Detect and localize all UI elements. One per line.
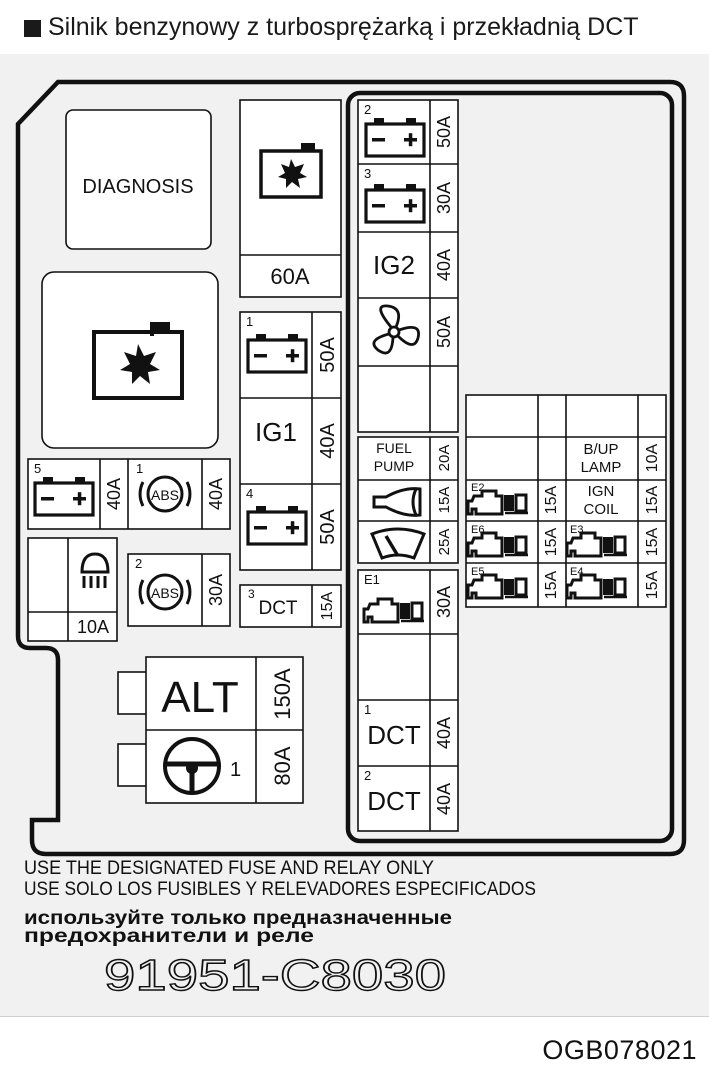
note-russian-1: используйте только предназначенные <box>24 908 452 929</box>
fuse-rating: 80A <box>270 746 295 785</box>
ign-coil-label: COIL <box>583 501 618 518</box>
fuse-index: 1 <box>246 314 253 329</box>
fan-relay-icon <box>92 322 184 400</box>
fuse-rating: 15A <box>436 487 453 514</box>
dct-label: DCT <box>258 598 297 619</box>
fuse-index: 5 <box>34 461 41 476</box>
diagnosis-label: DIAGNOSIS <box>82 176 193 198</box>
fuse-rating: 30A <box>206 574 226 606</box>
fuse-rating: 50A <box>434 116 454 148</box>
fuse-index: E1 <box>364 572 380 587</box>
ig1-label: IG1 <box>255 417 297 447</box>
fuse-rating: 40A <box>206 478 226 510</box>
alt-tab <box>117 671 149 715</box>
fuel-pump-label: FUEL <box>376 440 412 456</box>
fuse-rating-60a: 60A <box>270 264 309 289</box>
page-title: Silnik benzynowy z turbosprężarką i prze… <box>48 13 639 41</box>
ign-coil-label: IGN <box>588 483 615 500</box>
fuse-index: 2 <box>364 768 371 783</box>
steering-tab <box>117 743 149 787</box>
note-english: USE THE DESIGNATED FUSE AND RELAY ONLY <box>24 858 434 879</box>
fuse-rating: 15A <box>319 591 336 620</box>
fuse-rating: 20A <box>436 445 453 472</box>
fuse-abs-2 <box>127 553 231 627</box>
part-number: 91951-C8030 <box>104 951 446 1000</box>
fuse-dct-3 <box>239 584 342 628</box>
abs-label: ABS <box>151 585 179 601</box>
fuse-rating: 150A <box>270 668 295 720</box>
fuel-pump-label: PUMP <box>374 458 414 474</box>
header: Silnik benzynowy z turbosprężarką i prze… <box>0 0 709 54</box>
bullet-square <box>24 20 41 37</box>
diagnosis-connector <box>65 109 212 250</box>
fuse-rating: 10A <box>644 443 661 472</box>
figure-code: OGB078021 <box>542 1035 697 1065</box>
ig2-label: IG2 <box>373 250 415 280</box>
fan-relay-small-icon <box>259 143 323 199</box>
fuse-rating: 15A <box>543 570 560 599</box>
fuse-rating: 30A <box>434 586 454 618</box>
fuse-rating: 40A <box>434 249 454 281</box>
dct-label: DCT <box>367 720 421 750</box>
steering-wheel-icon <box>163 737 221 795</box>
fuse-rating: 15A <box>543 527 560 556</box>
fuse-rating: 15A <box>644 527 661 556</box>
dct-label: DCT <box>367 786 421 816</box>
note-russian-2: предохранители и реле <box>24 926 314 947</box>
fuse-rating: 40A <box>434 783 454 815</box>
fuse-rating: 50A <box>317 337 339 373</box>
backup-lamp-label: LAMP <box>581 459 622 476</box>
fuse-rating: 15A <box>644 485 661 514</box>
abs-label: ABS <box>151 487 179 503</box>
footer: OGB078021 <box>0 1016 709 1078</box>
alt-label: ALT <box>161 673 238 722</box>
fuse-index: 4 <box>246 486 253 501</box>
backup-lamp-label: B/UP <box>583 441 618 458</box>
fuse-rating: 40A <box>317 423 339 459</box>
fuse-index: 1 <box>230 759 241 781</box>
fuse-index: 2 <box>364 102 371 117</box>
fan-icon <box>372 304 420 355</box>
lamp-icon <box>80 552 110 588</box>
fuse-box-diagram: DIAGNOSIS 60A 1 50A IG1 40A 4 50A 3 DCT … <box>15 79 687 1001</box>
fuse-index: 3 <box>248 587 255 601</box>
fuse-index: 2 <box>135 556 142 571</box>
right-block-outline <box>345 90 675 844</box>
fuse-rating: 15A <box>543 485 560 514</box>
fuse-rating: 40A <box>434 717 454 749</box>
fuse-rating: 25A <box>436 529 453 556</box>
wiper-icon <box>370 527 426 560</box>
fuse-index: 3 <box>364 166 371 181</box>
note-spanish: USE SOLO LOS FUSIBLES Y RELEVADORES ESPE… <box>24 879 536 900</box>
fuse-index: 1 <box>136 461 143 476</box>
fuse-rating: 50A <box>434 316 454 348</box>
fuse-index: 1 <box>364 702 371 717</box>
fuse-rating: 10A <box>77 617 109 637</box>
housing-outline <box>15 79 687 857</box>
horn-icon <box>372 487 422 517</box>
fuse-rating: 40A <box>104 478 124 510</box>
fuse-rating: 50A <box>317 509 339 545</box>
fuse-group-5-abs1 <box>27 458 231 530</box>
fuse-rating: 30A <box>434 182 454 214</box>
fuse-rating: 15A <box>644 570 661 599</box>
